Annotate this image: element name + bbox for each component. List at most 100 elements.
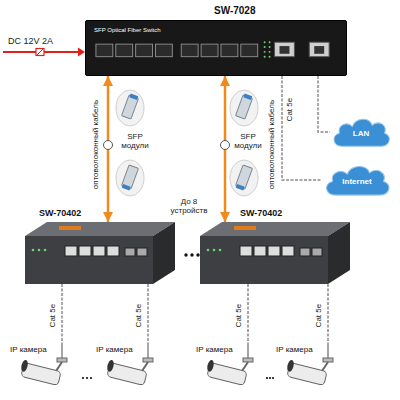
status-led [269,41,271,43]
device-model: SW-70402 [240,208,282,218]
ip-camera: IP камера [10,345,78,395]
fuse-slash [37,49,43,55]
poe-switch: SW-70402 [200,222,350,284]
rj45-port [65,246,77,256]
status-led [269,56,271,58]
sfp-port [241,44,258,57]
poe-switch-body [200,222,350,284]
cable-label: Cat 5e [285,98,294,122]
ethernet-cable [247,284,249,345]
camera-mount [243,358,253,362]
power-arrowhead [78,48,85,57]
rj45-socket [280,46,290,54]
ethernet-cable [282,76,322,180]
camera-bracket [56,362,62,371]
camera-label: IP камера [276,345,313,354]
camera-mount [323,358,333,362]
camera-bracket [322,362,328,371]
ethernet-cable [327,284,329,345]
cable-symbol [221,141,230,150]
status-led [264,46,266,48]
module-halo [230,160,258,196]
sfp-tab [243,93,252,99]
rj45-port [268,246,280,256]
fiber-switch: SW-7028SFP Optical Fiber Switch [85,20,347,76]
camera-lens [206,359,215,372]
cable-label: оптоволоконный кабель [267,100,276,189]
status-led [264,51,266,53]
sfp-port [300,248,310,256]
sfp-port [125,248,135,256]
ip-camera: IP камера [196,345,264,395]
sfp-port [181,44,198,57]
camera-lens [20,359,29,372]
camera-cable-end [327,345,329,359]
power-arrow [3,48,85,57]
sfp-port [221,44,238,57]
camera-label: IP камера [10,345,47,354]
module-halo [116,160,144,196]
rj45-port [79,246,91,256]
module-label: SFP модули [232,132,264,150]
cable-label: оптоволоконный кабель [91,100,100,189]
front-face [200,236,328,284]
cloud-outline [334,119,389,146]
brand-plate [59,226,81,230]
camera-label: IP камера [96,345,133,354]
cloud-label: LAN [353,129,369,138]
lan-cloud: LAN [330,115,392,149]
brand-plate [234,226,256,230]
camera-cable-end [147,345,149,359]
fuse-symbol [36,49,44,56]
camera-mount [143,358,153,362]
top-face [200,222,350,236]
camera-bracket [142,362,148,371]
camera-bracket [242,362,248,371]
side-face [328,222,350,284]
status-led [264,41,266,43]
status-led [44,249,47,252]
device-model: SW-70402 [39,208,81,218]
cloud-label: Internet [342,177,371,186]
rj45-port [107,246,119,256]
sfp-port [155,44,172,57]
poe-switch-body [25,222,175,284]
sfp-port [116,44,133,57]
front-face [25,236,153,284]
status-led [38,249,41,252]
status-led [219,249,222,252]
module-halo [230,90,258,126]
top-face [25,222,175,236]
status-led [264,56,266,58]
camera-cable-end [247,345,249,359]
rj45-port [254,246,266,256]
sfp-tab [122,184,131,190]
sfp-port [201,44,218,57]
ip-camera: IP камера [276,345,344,395]
status-led [32,249,35,252]
internet-cloud: Internet [322,162,392,198]
power-label: DC 12V 2A [8,36,53,46]
sfp-port [312,248,322,256]
device-face-text: SFP Optical Fiber Switch [94,27,161,34]
status-led [269,51,271,53]
device-count-note: До 8 устройств [165,197,213,215]
status-led [213,249,216,252]
camera-lens [286,359,295,372]
status-led [207,249,210,252]
cable-label: Cat 5e [134,304,143,328]
rj45-port [275,42,295,56]
cable-label: Cat 5e [48,304,57,328]
camera-label: IP камера [196,345,233,354]
module-halo [116,90,144,126]
sfp-tab [236,184,245,190]
camera-cable-end [61,345,63,359]
rj45-port [282,246,294,256]
more-devices-dots [184,253,199,256]
sfp-tab [129,93,138,99]
side-face [153,222,175,284]
ethernet-cable [318,76,330,132]
camera-lens [106,359,115,372]
module-label: SFP модули [119,132,151,150]
rj45-port [309,42,329,56]
